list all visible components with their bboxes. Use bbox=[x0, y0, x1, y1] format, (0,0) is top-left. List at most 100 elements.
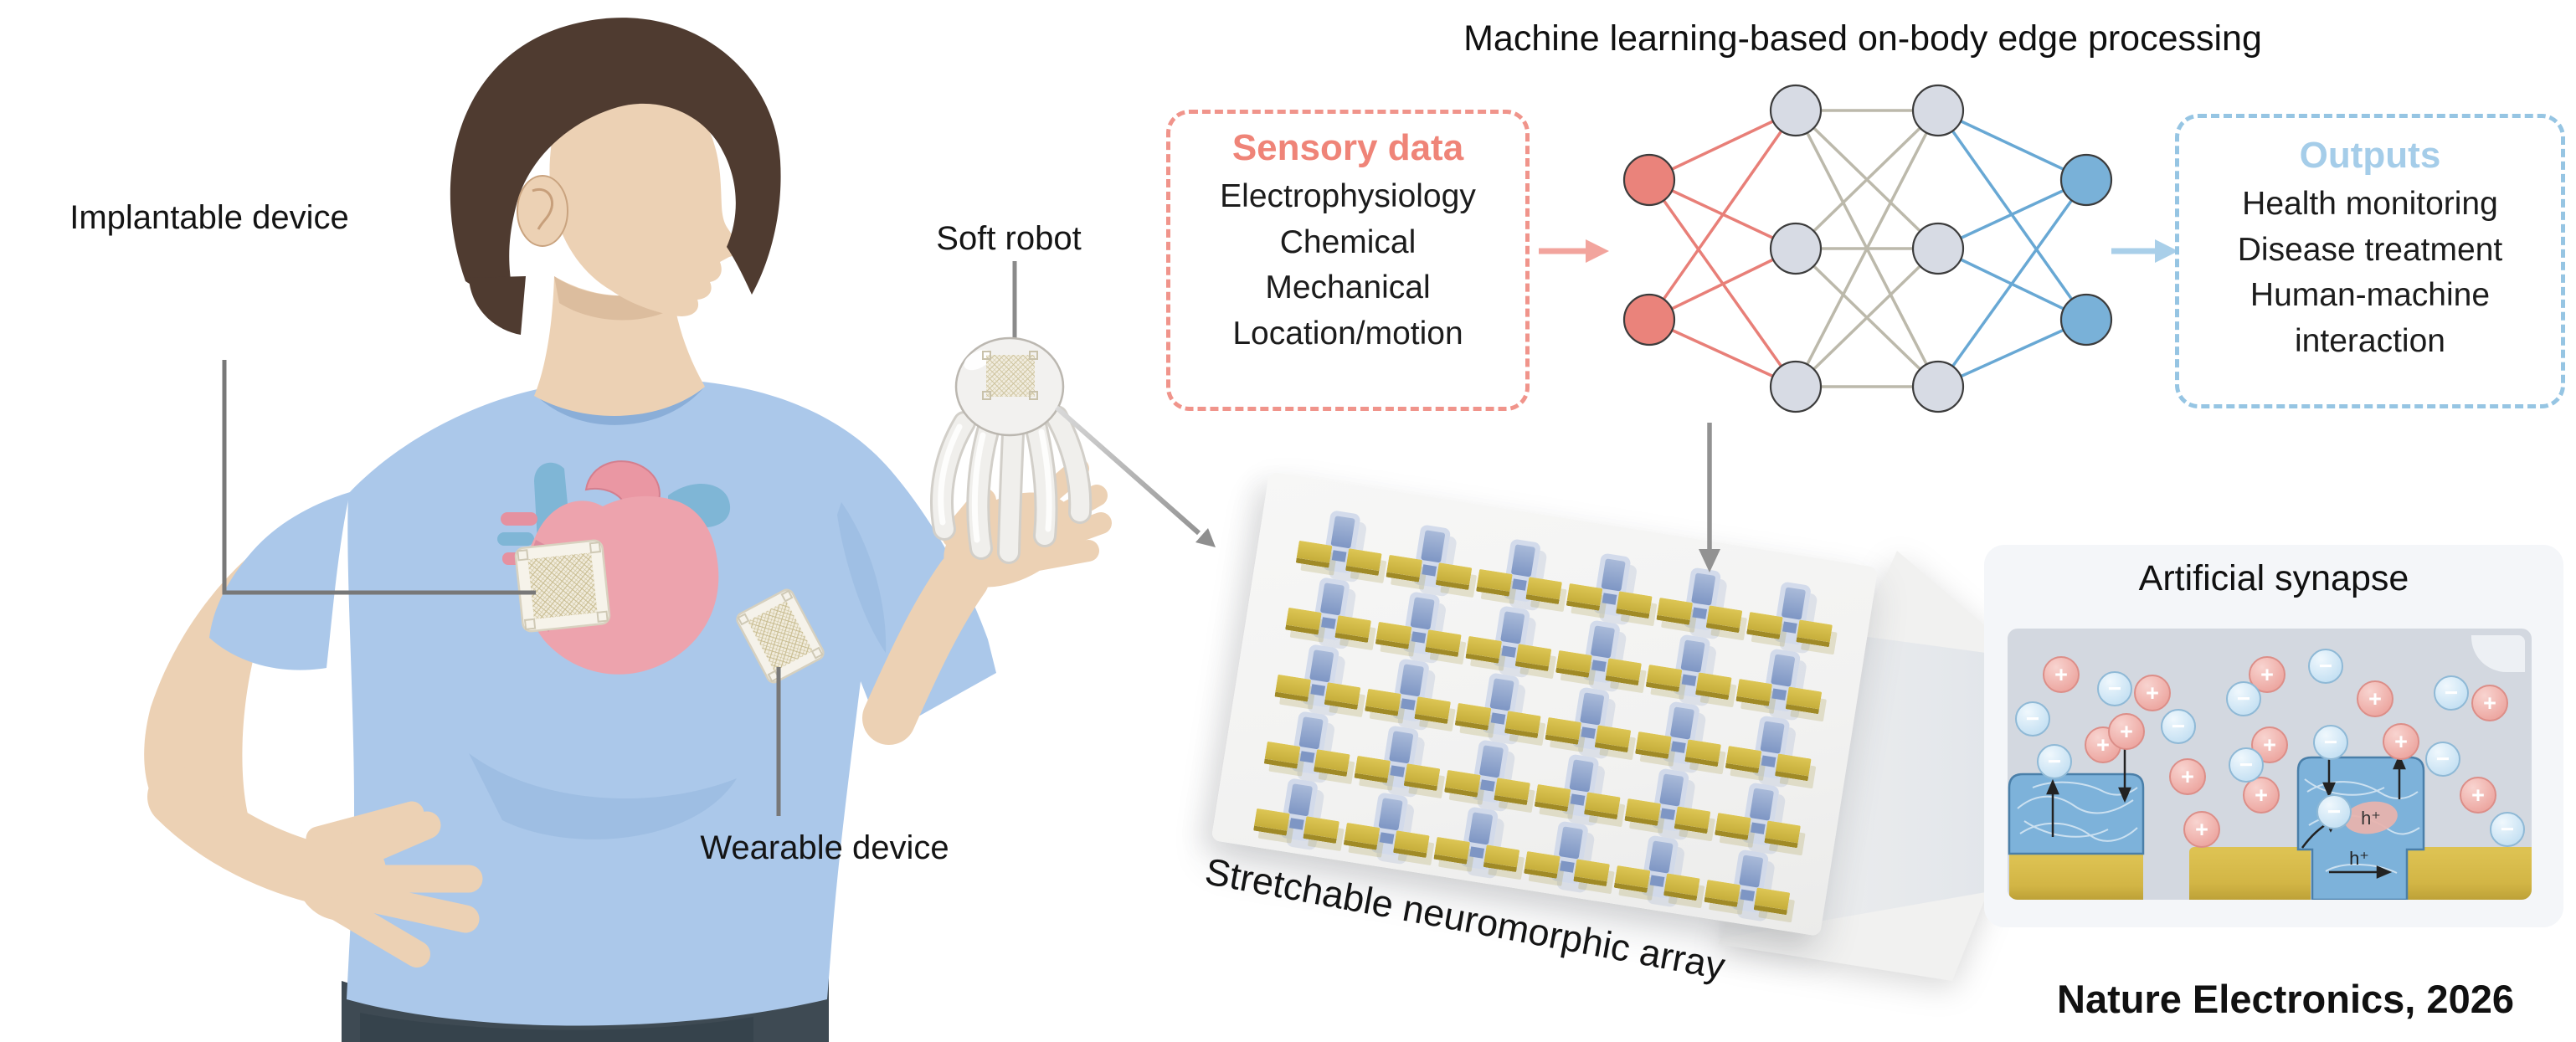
synaptic-device bbox=[1454, 669, 1545, 742]
input-node bbox=[1622, 293, 1676, 346]
heart-illustration bbox=[497, 460, 731, 675]
device-gold-electrode bbox=[1785, 686, 1823, 715]
device-gold-electrode bbox=[1375, 621, 1412, 649]
cation-icon: + bbox=[2108, 713, 2145, 750]
synaptic-device bbox=[1545, 683, 1635, 757]
device-gold-electrode bbox=[1534, 783, 1571, 812]
synapse-illustration: h⁺ h⁺ +++++++++++++−−−−−−−−−−−− bbox=[2008, 629, 2532, 900]
outputs-item: Human-machine interaction bbox=[2250, 277, 2491, 359]
network-edge bbox=[1936, 178, 2088, 388]
network-edge bbox=[1648, 247, 1797, 321]
ml-section-title: Machine learning-based on-body edge proc… bbox=[1463, 18, 2262, 59]
synaptic-device bbox=[1534, 750, 1624, 824]
device-gold-electrode bbox=[1714, 813, 1751, 840]
shirt-fold-belly bbox=[469, 753, 737, 839]
hidden-node bbox=[1911, 84, 1965, 137]
device-bridge bbox=[1321, 617, 1336, 629]
device-bridge bbox=[1560, 860, 1575, 873]
anion-icon: − bbox=[2229, 747, 2264, 783]
right-forearm bbox=[862, 551, 990, 745]
anion-icon: − bbox=[2316, 794, 2352, 829]
device-gold-electrode bbox=[1674, 806, 1711, 834]
device-gold-electrode bbox=[1345, 548, 1382, 577]
sensory-data-box: Sensory data Electrophysiology Chemical … bbox=[1166, 110, 1530, 411]
anion-icon: − bbox=[2308, 649, 2343, 684]
synaptic-device bbox=[1714, 778, 1804, 852]
synaptic-device bbox=[1524, 817, 1613, 891]
cation-icon: + bbox=[2357, 680, 2393, 717]
synaptic-device bbox=[1375, 588, 1465, 661]
device-bridge bbox=[1771, 688, 1787, 701]
device-bridge bbox=[1411, 631, 1427, 644]
device-gold-electrode bbox=[1555, 649, 1592, 678]
device-gold-electrode bbox=[1313, 749, 1350, 778]
device-gold-electrode bbox=[1354, 755, 1391, 783]
device-gold-electrode bbox=[1635, 731, 1672, 759]
network-nodes bbox=[1622, 84, 2113, 413]
hair bbox=[450, 18, 781, 295]
device-bridge bbox=[1740, 889, 1756, 901]
sensory-input-arrow-icon bbox=[1539, 239, 1609, 263]
cation-icon: + bbox=[2169, 758, 2206, 795]
synaptic-device bbox=[1645, 630, 1735, 704]
device-gold-electrode bbox=[1454, 702, 1492, 731]
device-gold-electrode bbox=[1365, 688, 1401, 716]
synaptic-device bbox=[1274, 640, 1365, 714]
device-gold-electrode bbox=[1295, 540, 1333, 568]
synaptic-device bbox=[1555, 616, 1645, 690]
network-edge bbox=[1648, 318, 1797, 388]
network-to-array-arrow-icon bbox=[1699, 423, 1720, 572]
robot-to-array-arrow bbox=[1055, 405, 1201, 536]
synaptic-device bbox=[1365, 654, 1454, 728]
device-bridge bbox=[1512, 578, 1527, 591]
device-gold-electrode bbox=[1444, 769, 1481, 798]
device-gold-electrode bbox=[1566, 583, 1603, 611]
synaptic-device bbox=[1433, 803, 1524, 876]
gold-electrode bbox=[2009, 854, 2143, 900]
device-bridge bbox=[1761, 755, 1776, 767]
device-gold-electrode bbox=[1645, 664, 1683, 692]
network-edge bbox=[1937, 178, 2087, 250]
anion-icon: − bbox=[2161, 709, 2196, 744]
device-gold-electrode bbox=[1524, 850, 1561, 879]
anion-icon: − bbox=[2037, 744, 2072, 779]
device-gold-electrode bbox=[1753, 887, 1791, 916]
anion-icon: − bbox=[2313, 725, 2348, 760]
device-bridge bbox=[1692, 607, 1708, 619]
device-bridge bbox=[1379, 832, 1395, 844]
device-gold-electrode bbox=[1414, 696, 1452, 725]
device-gold-electrode bbox=[1494, 778, 1531, 806]
hair-back bbox=[469, 276, 526, 335]
hplus-label: h⁺ bbox=[2361, 808, 2381, 829]
input-node bbox=[1622, 153, 1676, 207]
network-edge bbox=[1937, 109, 2087, 182]
synaptic-device bbox=[1746, 577, 1836, 651]
robot-to-array-arrowhead bbox=[1195, 528, 1216, 547]
device-gold-electrode bbox=[1796, 619, 1833, 648]
wearable-patch bbox=[736, 588, 825, 684]
sensory-item: Electrophysiology bbox=[1220, 178, 1476, 214]
network-edge bbox=[1648, 109, 1797, 321]
implantable-device-label: Implantable device bbox=[69, 199, 349, 236]
anion-icon: − bbox=[2490, 812, 2525, 847]
device-gold-electrode bbox=[1303, 816, 1340, 844]
person-illustration bbox=[144, 18, 1216, 1042]
cation-icon: + bbox=[2383, 723, 2419, 760]
device-gold-electrode bbox=[1392, 830, 1430, 859]
device-gold-electrode bbox=[1656, 597, 1694, 625]
outputs-item: Disease treatment bbox=[2237, 231, 2503, 268]
device-gold-electrode bbox=[1386, 554, 1423, 583]
device-gold-electrode bbox=[1764, 820, 1801, 849]
robot-mesh-patch bbox=[986, 355, 1035, 397]
synaptic-device bbox=[1285, 573, 1375, 647]
anion-icon: − bbox=[2434, 675, 2469, 711]
synaptic-device bbox=[1635, 697, 1725, 771]
sensory-item: Location/motion bbox=[1232, 315, 1463, 352]
device-gold-electrode bbox=[1504, 711, 1541, 739]
anion-icon: − bbox=[2015, 701, 2050, 737]
device-bridge bbox=[1649, 875, 1665, 887]
device-bridge bbox=[1401, 698, 1416, 711]
device-gold-electrode bbox=[1263, 741, 1301, 769]
artificial-synapse-panel: Artificial synapse bbox=[1984, 545, 2563, 927]
device-gold-electrode bbox=[1624, 798, 1662, 826]
